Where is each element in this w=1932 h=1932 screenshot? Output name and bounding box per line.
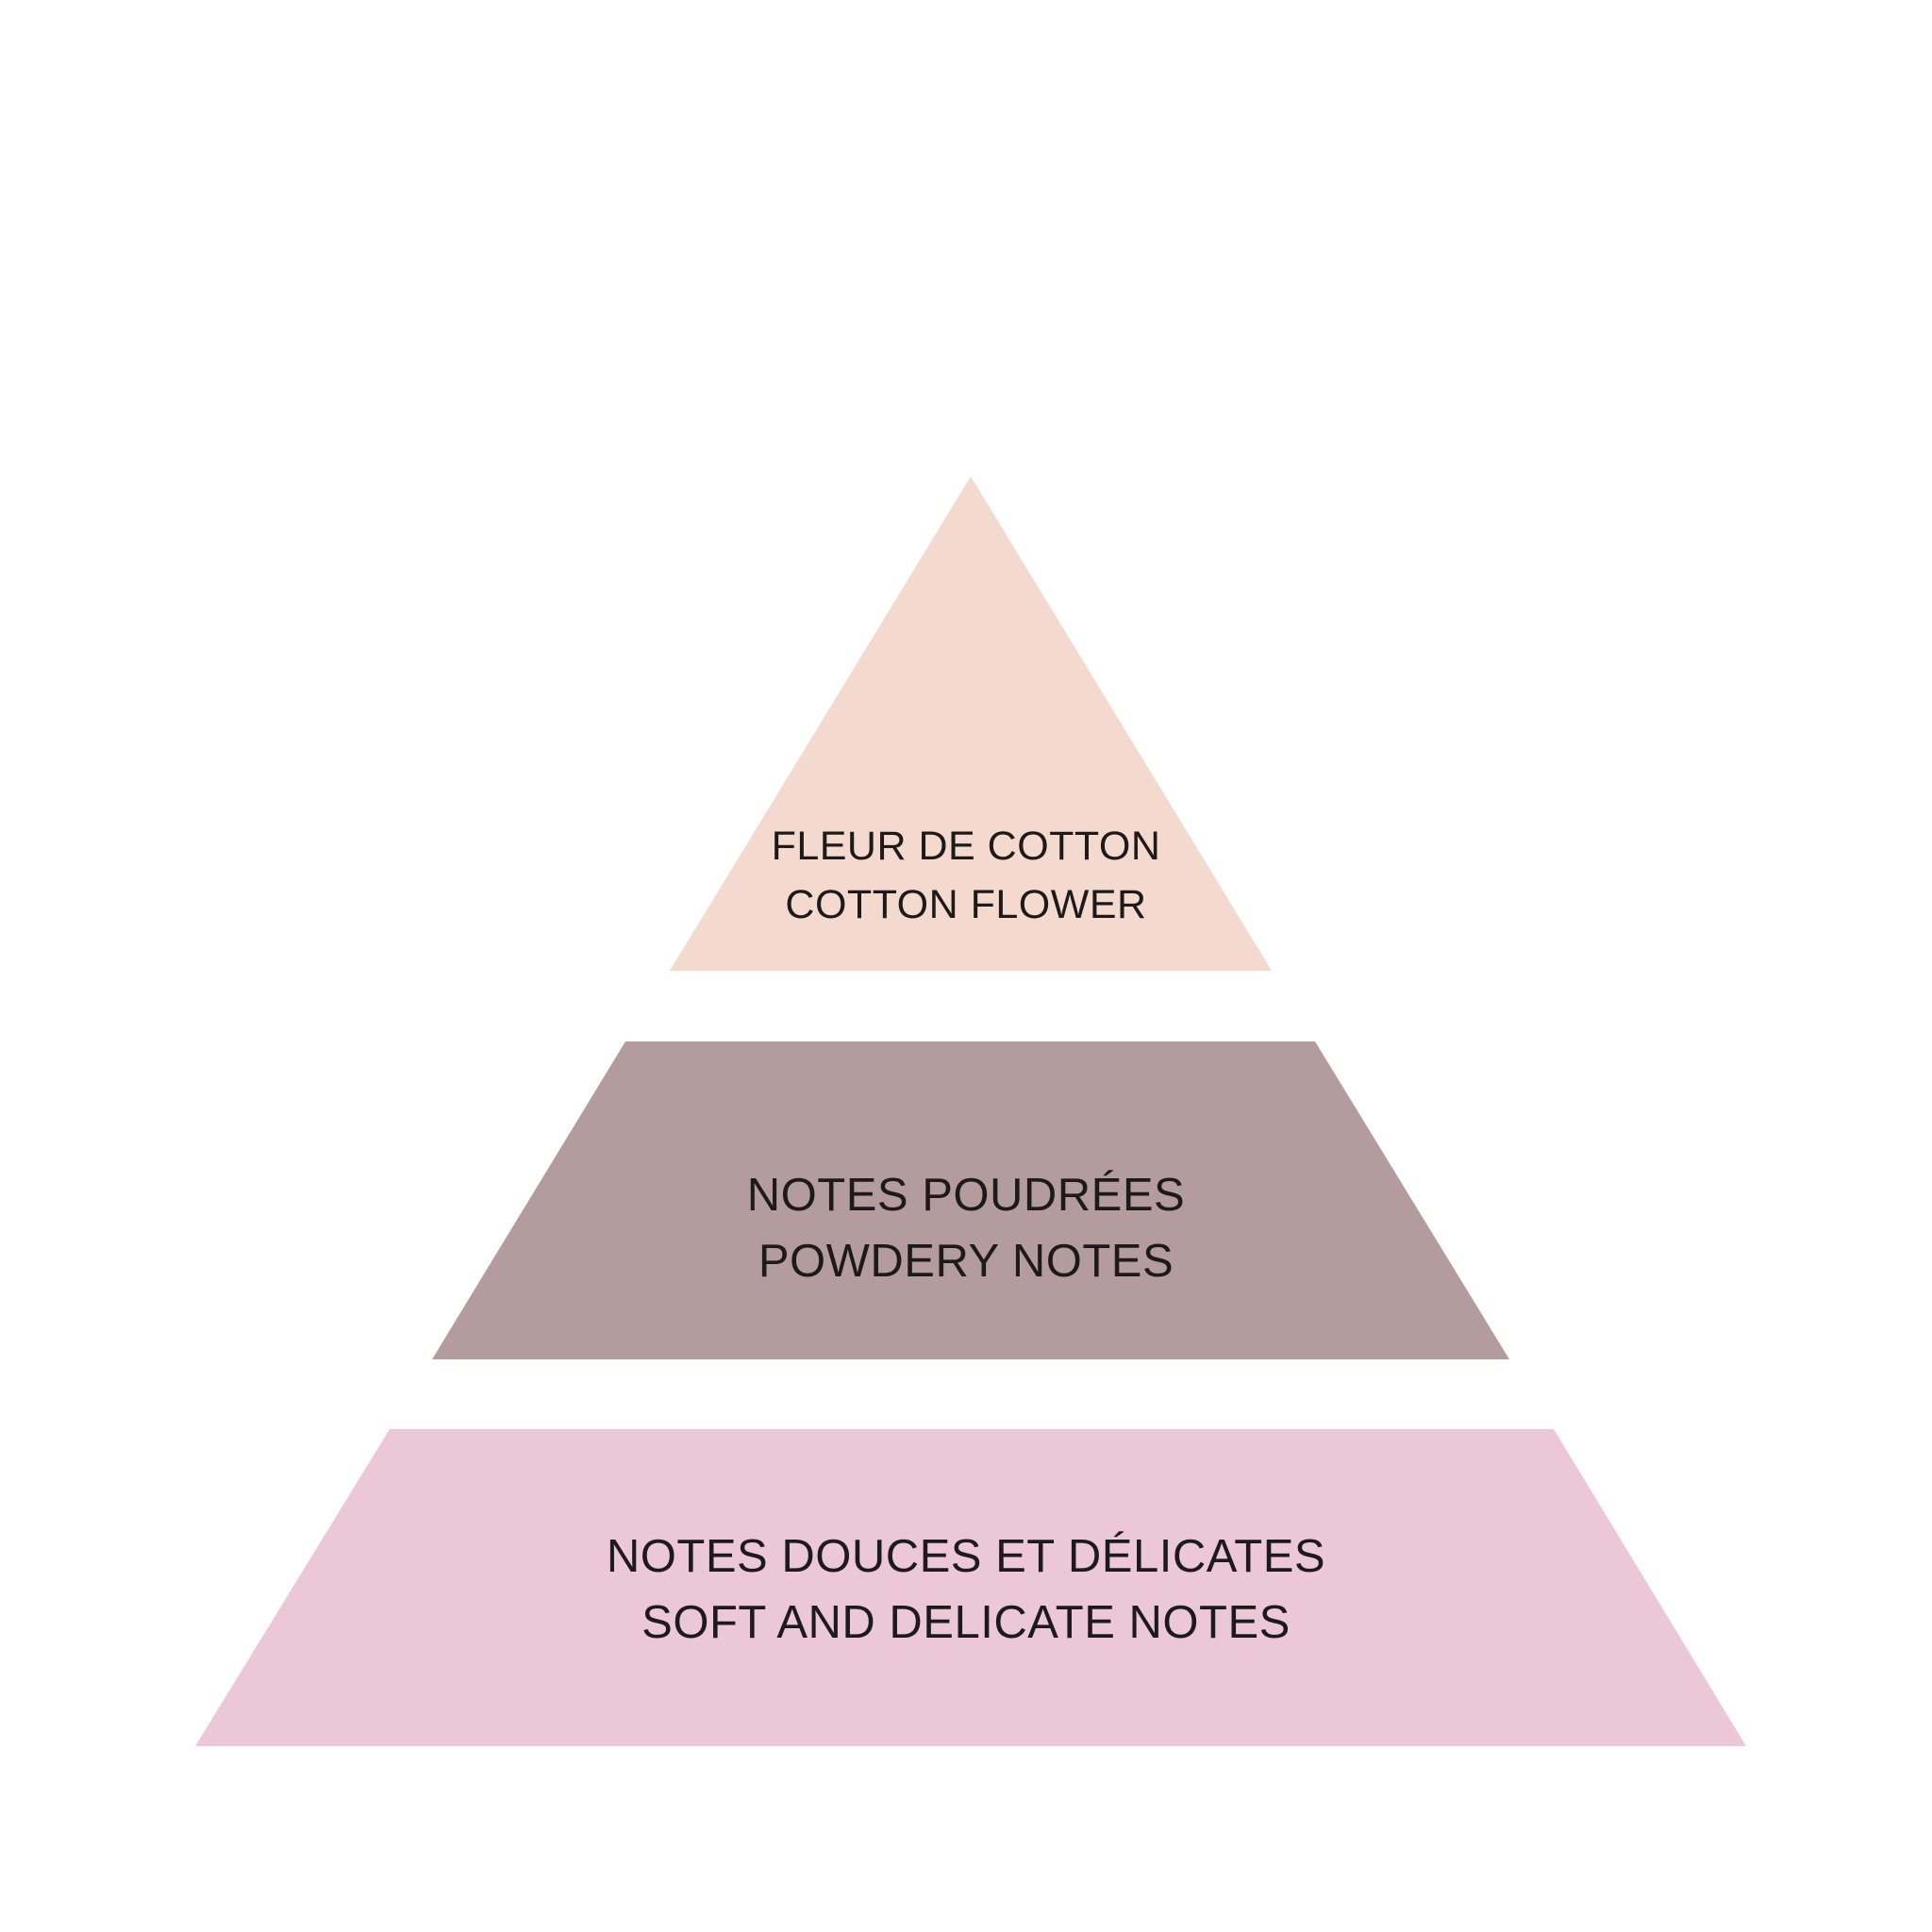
tier-middle-french-label: NOTES POUDRÉES <box>746 1170 1186 1221</box>
pyramid-tier-bottom-shape <box>195 1429 1746 1746</box>
pyramid-tier-bottom-label: NOTES DOUCES ET DÉLICATES SOFT AND DELIC… <box>0 1524 1932 1656</box>
pyramid-tier-middle-shape <box>432 1041 1509 1359</box>
tier-top-english-label: COTTON FLOWER <box>785 882 1147 927</box>
tier-bottom-english-label: SOFT AND DELICATE NOTES <box>641 1597 1291 1648</box>
tier-middle-english-label: POWDERY NOTES <box>758 1236 1174 1287</box>
pyramid-tier-middle-label: NOTES POUDRÉES POWDERY NOTES <box>0 1162 1932 1294</box>
tier-top-french-label: FLEUR DE COTTON <box>771 824 1161 869</box>
pyramid-tier-top-shape <box>670 476 1272 971</box>
tier-bottom-french-label: NOTES DOUCES ET DÉLICATES <box>606 1531 1326 1582</box>
pyramid-tier-top-label: FLEUR DE COTTON COTTON FLOWER <box>0 817 1932 934</box>
